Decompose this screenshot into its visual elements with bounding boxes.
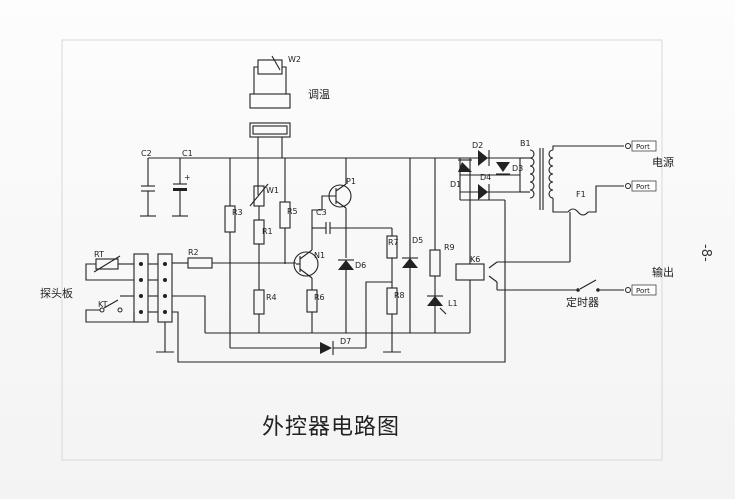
label-r2: R2 — [188, 248, 199, 257]
diode-d7 — [230, 341, 366, 355]
label-kt: KT — [98, 300, 108, 309]
label-l1: L1 — [448, 299, 458, 308]
led-l1 — [427, 295, 447, 315]
relay-k6 — [430, 158, 570, 334]
fuse-f1 — [567, 185, 624, 216]
label-d4: D4 — [480, 173, 491, 182]
label-r6: R6 — [314, 293, 325, 302]
transistor-n1 — [293, 228, 319, 290]
label-r4: R4 — [266, 293, 277, 302]
capacitor-c1 — [172, 158, 188, 217]
svg-text:Port: Port — [636, 183, 650, 191]
faint-border — [61, 39, 663, 461]
capacitor-c3 — [312, 222, 392, 234]
label-n1: N1 — [314, 251, 325, 260]
probe-board-connector — [133, 253, 206, 353]
label-rt: RT — [94, 250, 104, 259]
label-c3: C3 — [316, 208, 327, 217]
label-r8: R8 — [394, 291, 405, 300]
label-tantouban: 探头板 — [40, 286, 73, 300]
timer-switch — [576, 279, 624, 292]
label-p1: P1 — [346, 177, 356, 186]
transformer-b1 — [520, 145, 624, 213]
label-d3: D3 — [512, 164, 523, 173]
resistor-r4 — [253, 289, 265, 315]
diode-d5 — [402, 158, 418, 333]
label-d1: D1 — [450, 180, 461, 189]
label-c2: C2 — [141, 149, 152, 158]
port-terminal-output: Port — [625, 284, 657, 296]
label-c1: C1 — [182, 149, 193, 158]
label-r7: R7 — [388, 238, 399, 247]
label-d5: D5 — [412, 236, 423, 245]
resistor-r2 — [187, 257, 213, 269]
resistor-r9 — [429, 249, 441, 277]
port-terminal-power-2: Port — [625, 180, 657, 192]
potentiometer-w2 — [249, 55, 291, 195]
switch-kt — [85, 295, 135, 323]
label-dianyuan: 电源 — [652, 155, 674, 169]
transistor-p1 — [311, 158, 352, 228]
label-w2: W2 — [288, 55, 301, 64]
label-tiaowen: 调温 — [308, 88, 330, 101]
label-w1: W1 — [266, 186, 279, 195]
diagram-title: 外控器电路图 — [262, 415, 400, 440]
label-b1: B1 — [520, 139, 531, 148]
label-c1-plus: + — [184, 173, 191, 182]
label-f1: F1 — [576, 190, 586, 199]
label-r9: R9 — [444, 243, 455, 252]
label-shuchu: 输出 — [652, 265, 674, 279]
port-terminal-power-1: Port — [625, 140, 657, 152]
label-r5: R5 — [287, 207, 298, 216]
label-k6: K6 — [470, 255, 480, 264]
label-d6: D6 — [355, 261, 366, 270]
svg-text:Port: Port — [636, 287, 650, 295]
thermistor-rt — [85, 255, 134, 281]
diode-d6 — [338, 228, 354, 333]
label-d7: D7 — [340, 337, 351, 346]
svg-text:Port: Port — [636, 143, 650, 151]
label-dingshiqi: 定时器 — [566, 295, 599, 309]
page-number: -8- — [698, 244, 713, 262]
bridge-rectifier — [458, 150, 521, 201]
capacitor-c2 — [140, 158, 156, 217]
label-d2: D2 — [472, 141, 483, 150]
label-r1: R1 — [262, 227, 273, 236]
label-r3: R3 — [232, 208, 243, 217]
